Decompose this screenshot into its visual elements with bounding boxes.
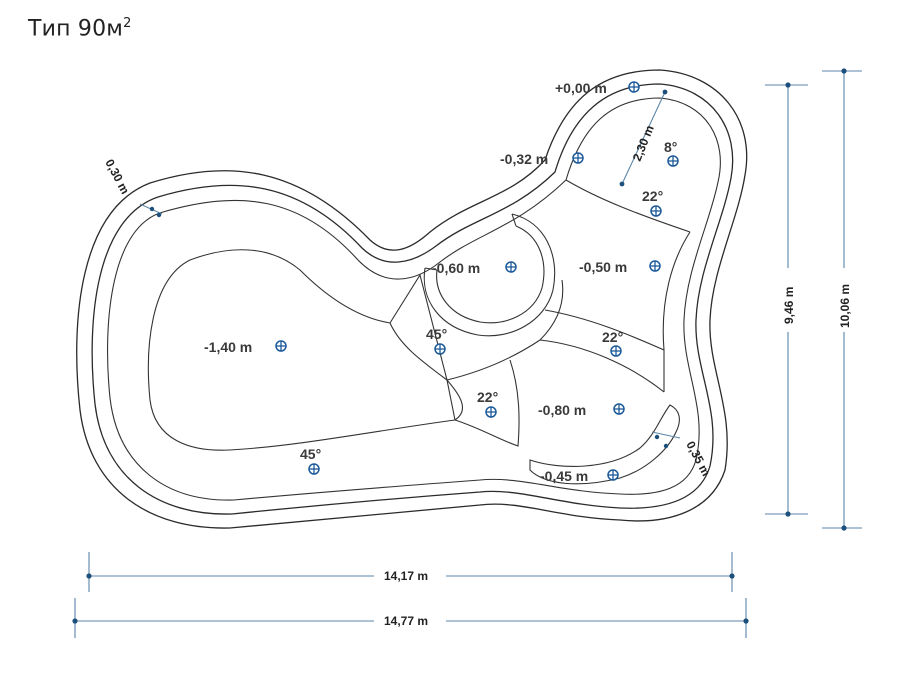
title-text: Тип 90м: [28, 16, 124, 42]
dim-width-outer: 14,77 m: [384, 614, 428, 628]
marker-45deg-mid: [434, 343, 446, 355]
marker-8deg: [667, 155, 679, 167]
deep-zone-outline: [147, 249, 464, 451]
depth-label-140: -1,40 m: [204, 339, 252, 355]
marker-140: [275, 340, 287, 352]
terrace-upper-right: [565, 179, 691, 233]
depth-label-050: -0,50 m: [579, 259, 627, 275]
dim-wall-right: 0,35 m: [683, 439, 713, 479]
marker-22deg-right: [610, 345, 622, 357]
bench-outer-arc: [423, 213, 556, 337]
marker-080: [613, 403, 625, 415]
bench-front-edge: [424, 213, 517, 271]
pool-inner-outline: [91, 83, 734, 515]
step-zone-lower: [446, 359, 520, 447]
slope-label-22-top: 22°: [642, 188, 663, 204]
terrace-line-1: [662, 231, 691, 351]
marker-045: [607, 469, 619, 481]
step-zone-center: [446, 279, 564, 381]
bench-inner-arc: [436, 225, 545, 324]
wall-thickness-left: [139, 203, 163, 218]
dim-width-inner: 14,17 m: [384, 569, 428, 583]
depth-label-045: -0,45 m: [540, 468, 588, 484]
page-title: Тип 90м2: [28, 16, 132, 41]
depth-label-080: -0,80 m: [538, 402, 586, 418]
dim-height-inner: 9,46 m: [782, 287, 796, 324]
pool-outer-outline: [76, 69, 748, 529]
slope-label-45-mid: 45°: [426, 326, 447, 342]
marker-45deg-bottom: [308, 463, 320, 475]
dim-wall-left: 0,30 m: [102, 157, 132, 197]
slope-label-8: 8°: [664, 139, 677, 155]
depth-label-000: +0,00 m: [555, 80, 607, 96]
marker-22deg-center: [485, 406, 497, 418]
marker-000: [628, 81, 640, 93]
slope-label-45-bottom: 45°: [300, 446, 321, 462]
width-outer-dimension: [72, 598, 749, 638]
marker-060: [505, 261, 517, 273]
depth-label-060: -0,60 m: [432, 260, 480, 276]
marker-032: [572, 152, 584, 164]
slope-label-22-right: 22°: [602, 329, 623, 345]
height-inner-dimension: [765, 82, 808, 517]
terrace-line-2: [544, 309, 665, 351]
marker-22deg-top: [650, 205, 662, 217]
height-outer-dimension: [822, 68, 862, 531]
depth-label-032: -0,32 m: [500, 151, 548, 167]
slope-label-22-center: 22°: [477, 389, 498, 405]
corner-bench: [529, 404, 680, 485]
dim-radius: 2,30 m: [630, 123, 657, 163]
wall-thickness-right: [651, 431, 681, 449]
radius-line: [619, 89, 668, 187]
dim-height-outer: 10,06 m: [838, 284, 852, 328]
marker-050: [649, 260, 661, 272]
width-inner-dimension: [86, 552, 735, 592]
terrace-line-3: [539, 339, 665, 393]
pool-water-edge: [107, 97, 721, 501]
title-superscript: 2: [123, 16, 132, 31]
